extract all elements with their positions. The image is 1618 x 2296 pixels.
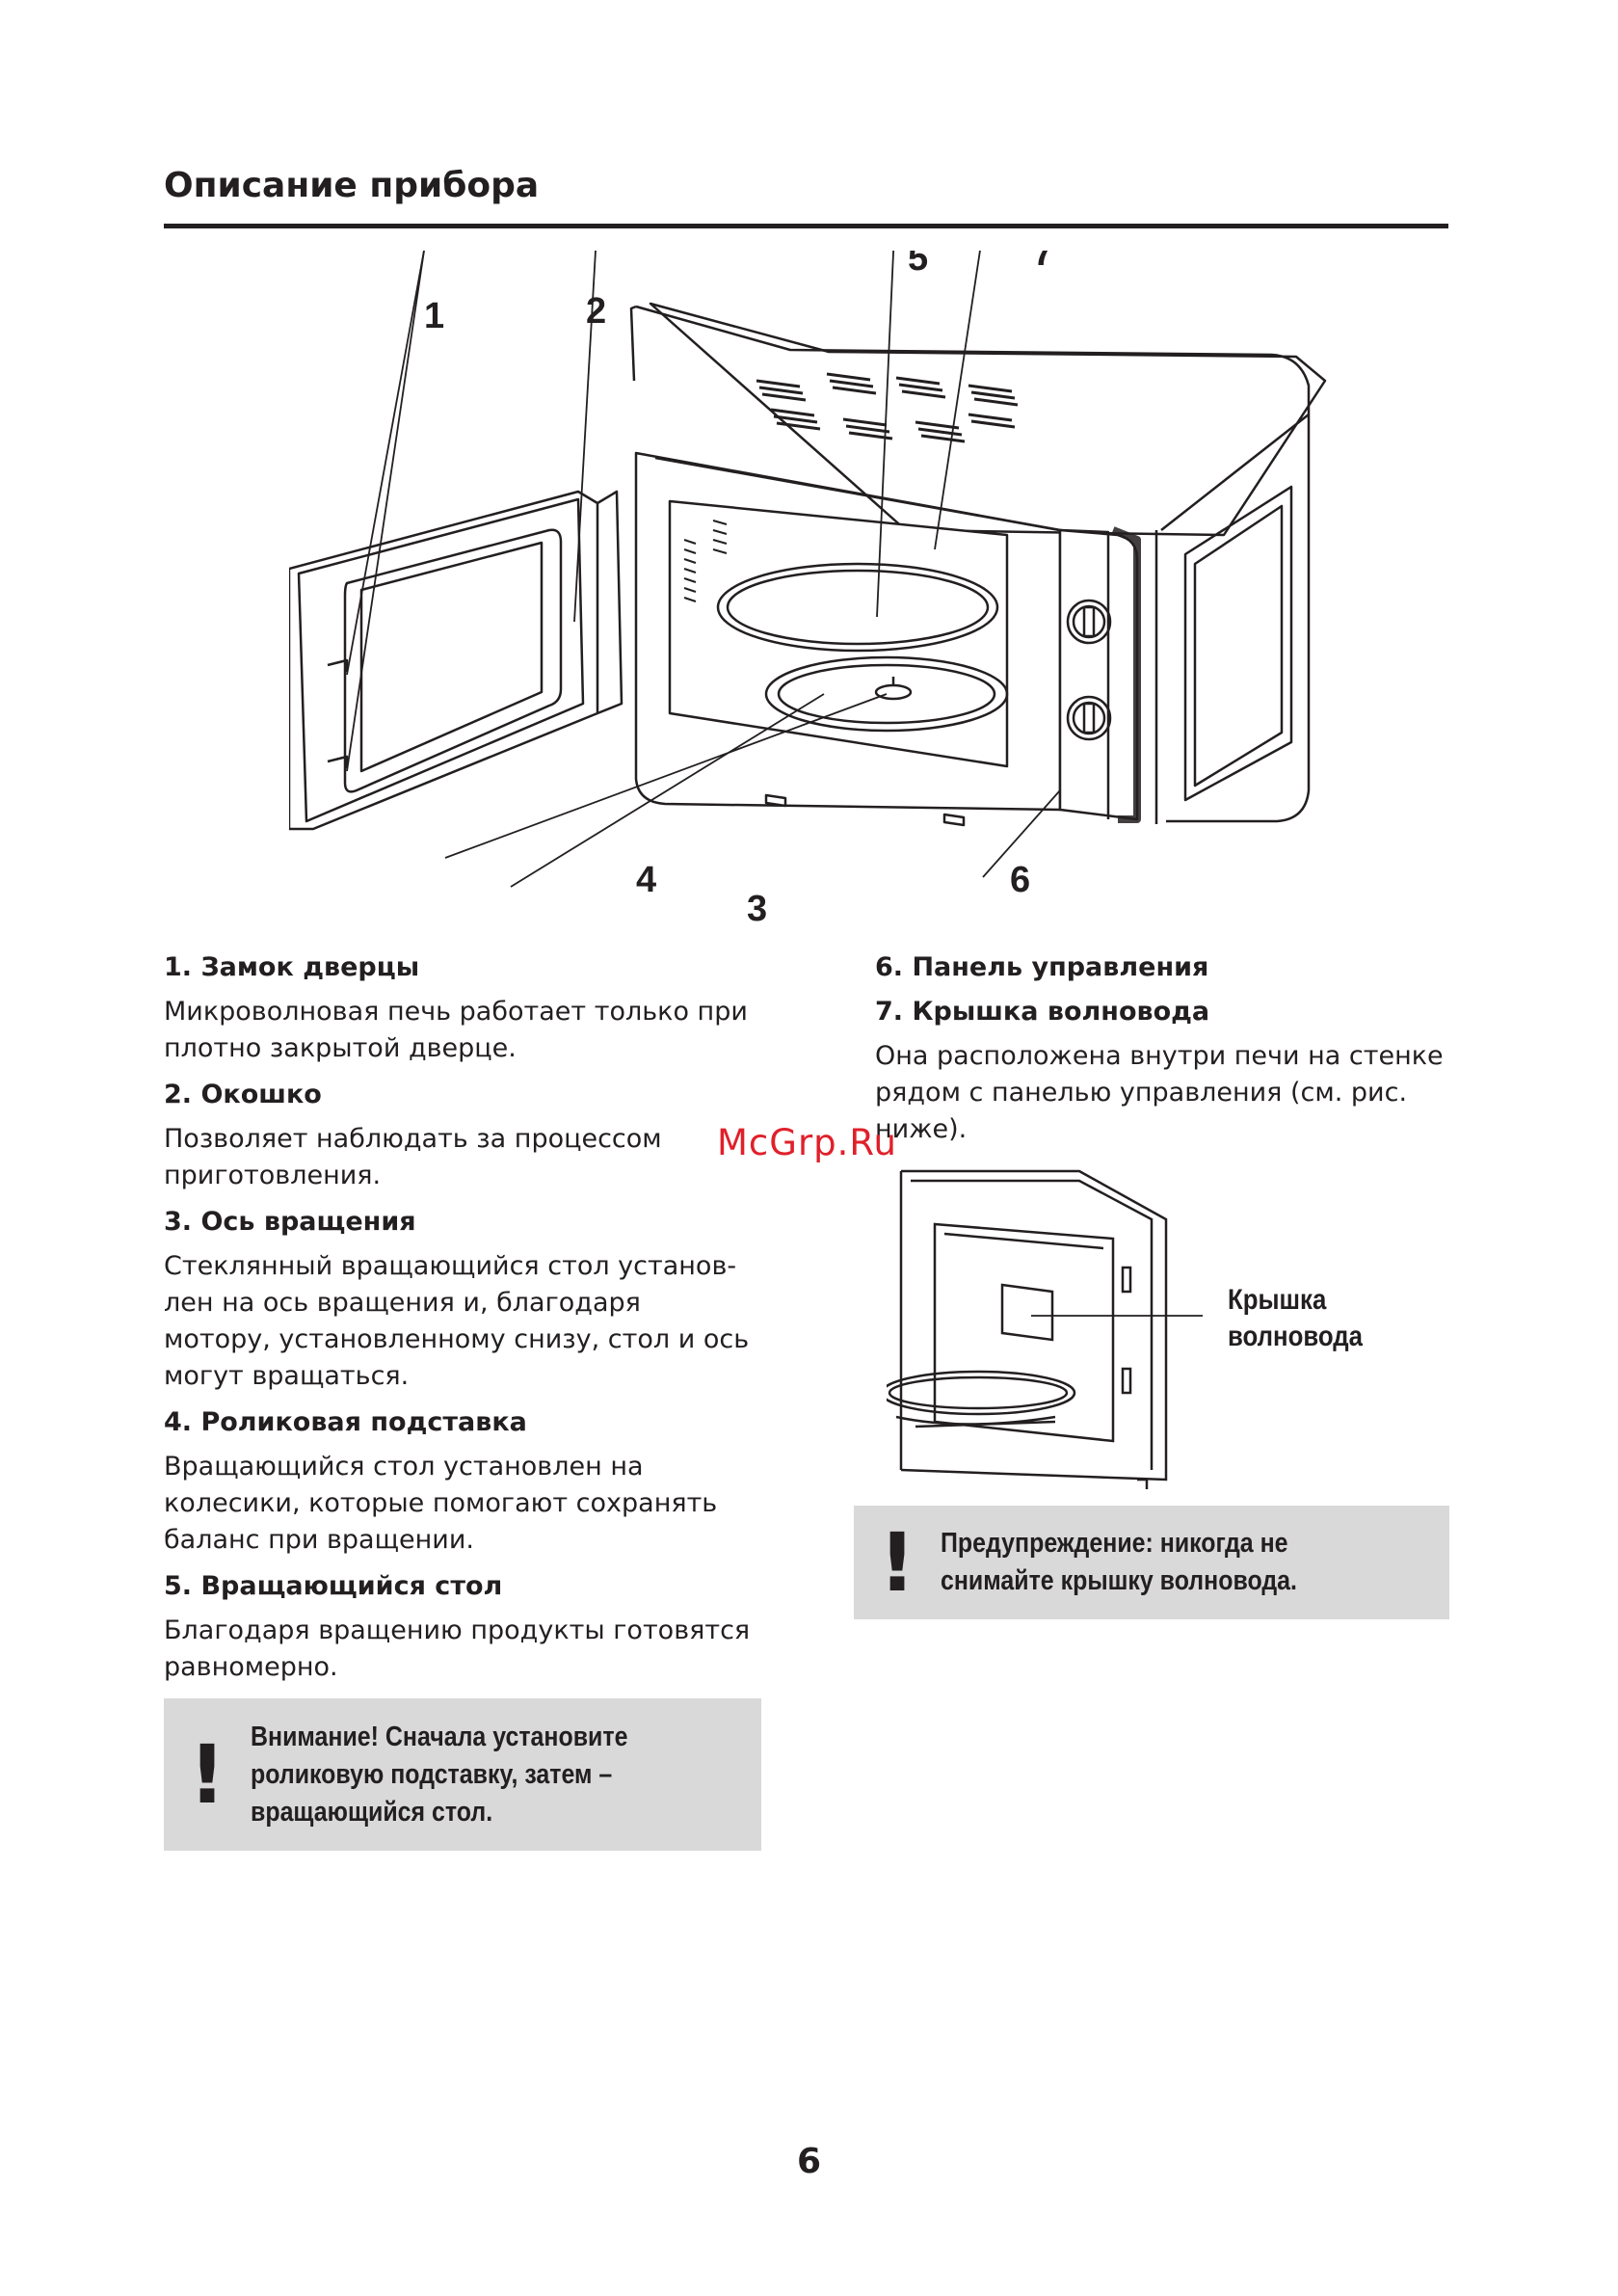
attention-note: ! Внимание! Сначала установите роликовую…: [164, 1698, 761, 1851]
page-number: 6: [796, 2142, 822, 2181]
waveguide-cover-illustration: [887, 1169, 1203, 1489]
callout-4: 4: [636, 860, 656, 900]
item-text: Она расположена внутри печи на стенке ря…: [875, 1041, 1444, 1144]
exclamation-icon: !: [878, 1515, 916, 1610]
item-heading: 5. Вращающийся стол: [164, 1571, 503, 1601]
description-left-column: 1. Замок дверцы Микроволновая печь работ…: [164, 949, 752, 1695]
item-heading: 2. Окошко: [164, 1080, 322, 1109]
warning-note: ! Предупреждение: никогда не снимайте кр…: [854, 1506, 1449, 1619]
description-right-column: 6. Панель управления 7. Крышка волновода…: [875, 949, 1453, 1158]
title-divider: [164, 224, 1448, 228]
callout-5: 5: [908, 251, 928, 279]
item-heading: 4. Роликовая подставка: [164, 1407, 527, 1437]
item-text: Позволяет наблюдать за процессом пригото…: [164, 1124, 662, 1190]
warning-text: Предупреждение: никогда не снимайте крыш…: [941, 1528, 1297, 1596]
item-text: Стеклянный вращающийся стол установ-лен …: [164, 1251, 750, 1391]
item-text: Благодаря вращению продукты готовятся ра…: [164, 1615, 751, 1682]
item-text: Вращающийся стол установлен на колесики,…: [164, 1452, 718, 1555]
callout-6: 6: [1010, 860, 1030, 900]
item-text: Микроволновая печь работает только при п…: [164, 997, 748, 1063]
item-heading: 7. Крышка волновода: [875, 997, 1210, 1027]
attention-text: Внимание! Сначала установите роликовую п…: [251, 1721, 628, 1828]
callout-3: 3: [747, 889, 767, 925]
callout-1: 1: [424, 296, 444, 336]
item-heading: 6. Панель управления: [875, 952, 1209, 982]
item-heading: 1. Замок дверцы: [164, 952, 420, 982]
callout-2: 2: [586, 291, 606, 332]
item-heading: 3. Ось вращения: [164, 1207, 416, 1237]
callout-7: 7: [1033, 251, 1053, 274]
watermark: McGrp.Ru: [717, 1122, 897, 1163]
waveguide-cover-label: Крышка волновода: [1228, 1284, 1364, 1352]
page-title: Описание прибора: [164, 166, 540, 205]
microwave-illustration: 1 2 5 7 4 3 6: [289, 251, 1327, 925]
exclamation-icon: !: [188, 1727, 226, 1822]
